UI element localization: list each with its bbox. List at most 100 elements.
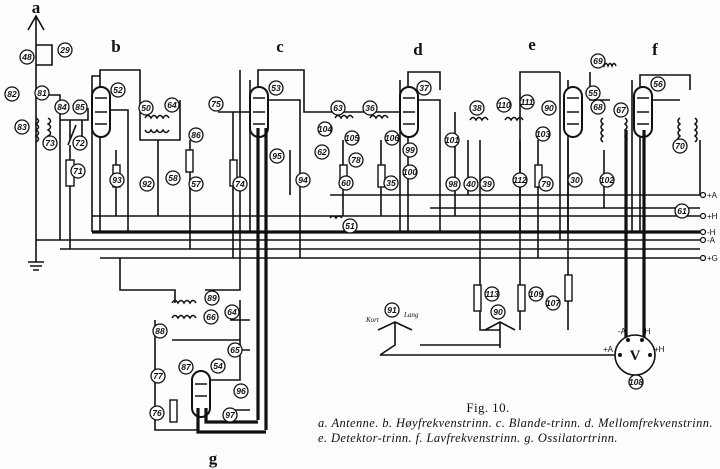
svg-text:110: 110 — [497, 100, 511, 110]
svg-text:109: 109 — [529, 289, 543, 299]
svg-text:90: 90 — [493, 307, 503, 317]
component-label: 79 — [538, 176, 554, 192]
component-label: 100 — [402, 164, 418, 180]
svg-text:87: 87 — [181, 362, 192, 372]
voltmeter: V +A -A -H +H — [603, 327, 665, 376]
component-label: 77 — [150, 368, 166, 384]
svg-text:70: 70 — [675, 141, 685, 151]
wave-switch: Kort Lang — [365, 311, 620, 356]
svg-text:83: 83 — [17, 122, 27, 132]
svg-text:82: 82 — [7, 89, 17, 99]
component-label: 36 — [362, 100, 378, 116]
component-label: 53 — [268, 80, 284, 96]
component-label: 86 — [188, 127, 204, 143]
component-label: 51 — [342, 218, 358, 234]
component-label: 48 — [19, 49, 35, 65]
component-label: 70 — [672, 138, 688, 154]
svg-text:79: 79 — [541, 179, 551, 189]
component-label: 90 — [541, 100, 557, 116]
switch-label-kort: Kort — [365, 316, 380, 324]
svg-text:71: 71 — [73, 166, 83, 176]
terminal-plus-h: +H — [707, 212, 718, 221]
voltmeter-symbol: V — [630, 348, 641, 364]
svg-text:81: 81 — [37, 88, 47, 98]
component-label: 56 — [650, 76, 666, 92]
svg-text:38: 38 — [472, 103, 482, 113]
component-label: 112 — [512, 172, 528, 188]
component-label: 30 — [567, 172, 583, 188]
component-label: 37 — [416, 80, 432, 96]
svg-text:56: 56 — [653, 79, 663, 89]
terminal-minus-h: -H — [707, 228, 716, 237]
component-label: 35 — [383, 175, 399, 191]
component-label: 108 — [628, 374, 644, 390]
component-label: 78 — [348, 152, 364, 168]
component-label: 96 — [233, 383, 249, 399]
component-label: 57 — [188, 176, 204, 192]
svg-text:65: 65 — [230, 345, 240, 355]
stage-label-a: a — [32, 0, 41, 17]
component-label: 54 — [210, 358, 226, 374]
transformers — [144, 62, 698, 320]
svg-text:88: 88 — [155, 326, 165, 336]
component-label: 94 — [295, 172, 311, 188]
svg-text:85: 85 — [75, 102, 85, 112]
svg-text:78: 78 — [351, 155, 361, 165]
meter-terminal-minus-a: -A — [618, 327, 627, 336]
svg-text:92: 92 — [142, 179, 152, 189]
svg-text:54: 54 — [213, 361, 223, 371]
component-label: 83 — [14, 119, 30, 135]
figure-caption: a. Antenne. b. Høyfrekvenstrinn. c. Blan… — [318, 415, 713, 446]
component-label: 105 — [344, 130, 360, 146]
svg-text:95: 95 — [272, 151, 282, 161]
svg-text:66: 66 — [206, 312, 216, 322]
terminal-plus-g: +G — [707, 254, 718, 263]
svg-text:96: 96 — [236, 386, 246, 396]
tube-c — [249, 69, 305, 430]
component-label: 99 — [402, 142, 418, 158]
component-label: 84 — [54, 99, 70, 115]
component-label: 52 — [110, 82, 126, 98]
svg-text:39: 39 — [482, 179, 492, 189]
component-label: 103 — [535, 126, 551, 142]
component-label: 95 — [269, 148, 285, 164]
svg-text:102: 102 — [600, 175, 614, 185]
component-label: 85 — [72, 99, 88, 115]
component-label: 72 — [72, 135, 88, 151]
stage-labels: a b c d e f g — [32, 0, 658, 468]
svg-text:53: 53 — [271, 83, 281, 93]
tube-d — [399, 71, 441, 232]
terminals: +A +H -H -A +G — [699, 191, 718, 263]
component-label: 62 — [314, 144, 330, 160]
component-label: 58 — [165, 170, 181, 186]
component-label: 40 — [463, 176, 479, 192]
component-label: 71 — [70, 163, 86, 179]
component-label: 60 — [338, 175, 354, 191]
component-label: 93 — [109, 172, 125, 188]
component-label: 91 — [384, 302, 400, 318]
svg-text:64: 64 — [167, 100, 177, 110]
component-label: 107 — [545, 295, 561, 311]
svg-text:40: 40 — [465, 179, 476, 189]
svg-text:106: 106 — [385, 133, 399, 143]
svg-text:113: 113 — [485, 289, 499, 299]
component-numbers: 48 29 81 82 83 84 85 72 73 71 52 50 64 8… — [4, 42, 690, 423]
svg-text:30: 30 — [570, 175, 580, 185]
svg-text:67: 67 — [616, 105, 627, 115]
svg-text:84: 84 — [57, 102, 67, 112]
svg-text:61: 61 — [677, 206, 687, 216]
component-label: 38 — [469, 100, 485, 116]
svg-text:69: 69 — [593, 56, 603, 66]
component-label: 74 — [232, 176, 248, 192]
svg-text:63: 63 — [333, 103, 343, 113]
meter-terminal-plus-a: +A — [603, 345, 614, 354]
antenna-symbol — [27, 14, 45, 271]
svg-text:36: 36 — [365, 103, 375, 113]
component-label: 98 — [445, 176, 461, 192]
component-label: 90 — [490, 304, 506, 320]
svg-text:103: 103 — [536, 129, 550, 139]
svg-text:101: 101 — [445, 135, 459, 145]
component-label: 61 — [674, 203, 690, 219]
svg-text:98: 98 — [448, 179, 458, 189]
switch-label-lang: Lang — [403, 311, 419, 319]
